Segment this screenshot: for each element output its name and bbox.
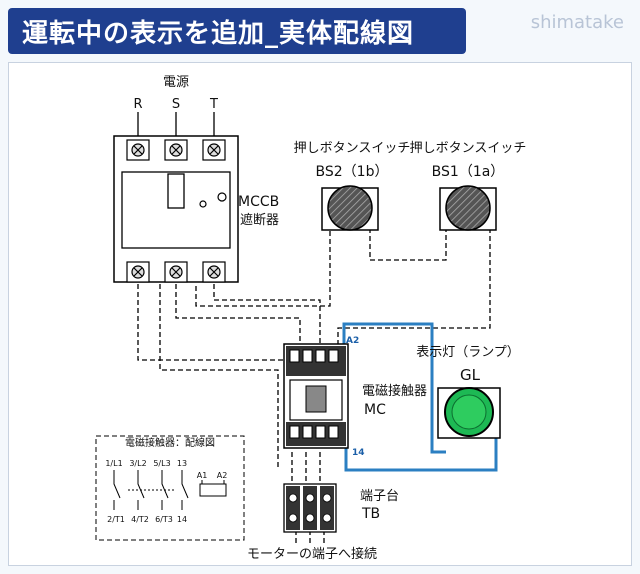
bs2-name: BS2（1b） (316, 164, 389, 180)
indicator-lamp (437, 387, 501, 439)
legend-label-2t1: 2/T1 (107, 515, 125, 524)
legend-label-13: 13 (177, 459, 187, 468)
legend-label-a2: A2 (217, 471, 228, 480)
brand-watermark: shimatake (530, 12, 624, 33)
mccb-name: MCCB (238, 194, 279, 210)
terminal-a2-label: A2 (346, 336, 359, 346)
legend-title: 電磁接触器：配線図 (125, 436, 215, 449)
lamp-wires (342, 322, 498, 472)
bs2-push-button (321, 185, 379, 231)
mccb-breaker (113, 135, 239, 283)
legend-label-4t2: 4/T2 (131, 515, 149, 524)
page-title: 運転中の表示を追加_実体配線図 (22, 18, 415, 49)
lamp-name: GL (460, 366, 481, 384)
magnetic-contactor (283, 343, 349, 449)
terminal-block (283, 483, 337, 533)
title-banner: 運転中の表示を追加_実体配線図 (8, 8, 466, 54)
power-source-label: 電源 (163, 75, 189, 90)
dashed-wires (137, 228, 491, 546)
legend-label-14: 14 (177, 515, 187, 524)
legend-label-6t3: 6/T3 (155, 515, 173, 524)
phase-t-label: T (209, 97, 218, 112)
bs2-title: 押しボタンスイッチ (294, 141, 411, 156)
legend-label-5l3: 5/L3 (153, 459, 170, 468)
motor-caption: モーターの端子へ接続 (247, 546, 377, 562)
phase-s-label: S (172, 97, 180, 112)
bs1-title: 押しボタンスイッチ (410, 141, 527, 156)
contactor-legend: 電磁接触器：配線図 1/L1 3/L2 5/L3 13 A1 A2 2/T1 4… (95, 435, 245, 541)
terminal-block-title: 端子台 (360, 489, 399, 504)
legend-label-a1: A1 (197, 471, 208, 480)
bs1-push-button (439, 185, 497, 231)
terminal-14-label: 14 (352, 448, 365, 458)
contactor-name: MC (364, 402, 386, 418)
legend-label-3l2: 3/L2 (129, 459, 146, 468)
bs1-name: BS1（1a） (432, 164, 505, 180)
terminal-block-name: TB (361, 506, 380, 522)
legend-label-1l1: 1/L1 (105, 459, 122, 468)
mccb-subtitle: 遮断器 (240, 212, 279, 228)
mccb-top-terminals (126, 139, 226, 161)
mccb-bottom-terminals (126, 261, 226, 283)
legend-contact-symbols (113, 470, 227, 510)
phase-r-label: R (133, 97, 142, 112)
contactor-title: 電磁接触器 (362, 383, 427, 399)
lamp-title: 表示灯（ランプ） (416, 345, 520, 360)
